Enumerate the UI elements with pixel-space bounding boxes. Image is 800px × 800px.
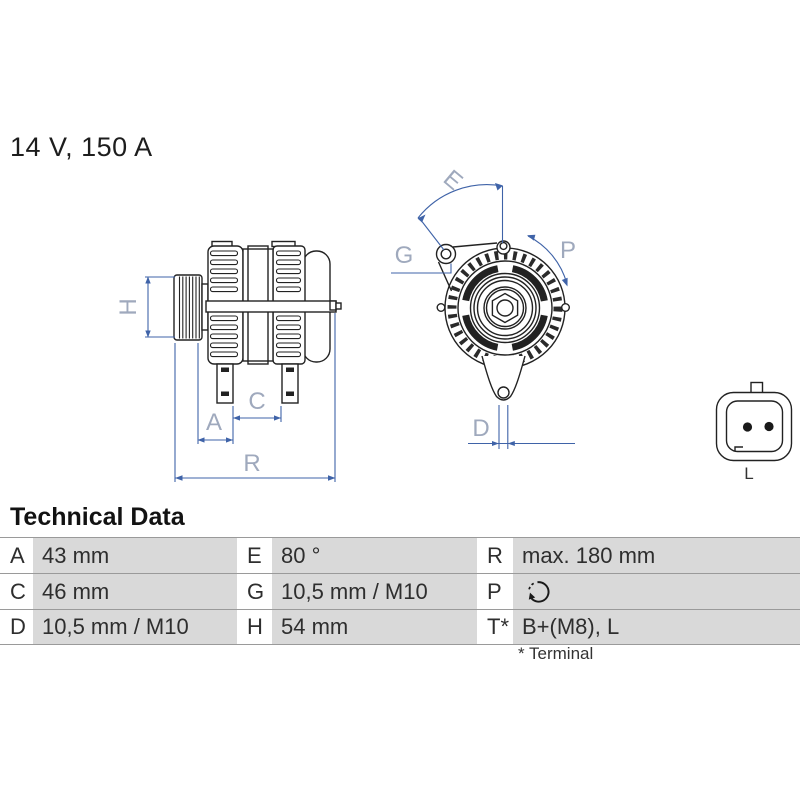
dimension-E: E — [417, 165, 504, 251]
dimension-G: G — [391, 242, 452, 274]
stator-segments — [461, 264, 549, 352]
dimension-C: C — [233, 388, 282, 422]
dim-label-g: G — [395, 242, 414, 269]
alternator-front-view — [435, 240, 571, 401]
front-bracket — [207, 245, 244, 365]
tech-key-cell: R — [477, 537, 513, 573]
tech-value-cell: max. 180 mm — [513, 537, 800, 573]
dim-label-e: E — [438, 165, 468, 196]
cooling-fins-rear — [275, 250, 302, 358]
tech-key-cell: A — [0, 537, 33, 573]
tech-value-cell: 80 ° — [272, 537, 477, 573]
tech-value-cell: 10,5 mm / M10 — [33, 609, 237, 645]
dim-label-a: A — [206, 409, 222, 436]
bottom-mounting-lug — [481, 355, 526, 401]
tech-key-cell: E — [237, 537, 272, 573]
dimension-H: H — [115, 276, 175, 338]
terminal-footnote: * Terminal — [518, 644, 594, 663]
b-plus-stud — [329, 300, 337, 311]
alternator-side-view — [173, 240, 342, 404]
tech-value-cell — [513, 573, 800, 609]
dimension-D: D — [468, 405, 575, 449]
tech-value-cell: 43 mm — [33, 537, 237, 573]
connector-pin — [764, 421, 774, 432]
dimension-A: A — [197, 343, 234, 444]
left-mounting-lug — [435, 243, 457, 265]
dimension-R: R — [174, 313, 336, 482]
rotation-direction-icon — [528, 580, 550, 603]
axle-band — [205, 300, 337, 313]
technical-data-table: A 43 mm E 80 ° R max. 180 mm C 46 mm G 1… — [0, 537, 800, 645]
dim-label-h: H — [115, 298, 142, 315]
tech-key-cell: G — [237, 573, 272, 609]
voltage-current-rating: 14 V, 150 A — [10, 132, 153, 162]
connector-outer — [715, 391, 793, 462]
tech-key-cell: P — [477, 573, 513, 609]
dim-label-r: R — [243, 450, 260, 477]
tech-key-cell: H — [237, 609, 272, 645]
rear-bracket — [272, 245, 306, 365]
pulley-grooves — [178, 276, 200, 339]
tech-value-cell: 46 mm — [33, 573, 237, 609]
hex-nut — [491, 292, 519, 324]
outer-rim — [444, 247, 566, 369]
vent-teeth — [447, 250, 563, 366]
pulley — [173, 274, 203, 341]
connector-pin — [742, 422, 753, 432]
mounting-leg — [281, 363, 299, 404]
dim-label-d: D — [472, 415, 489, 442]
tech-key-cell: C — [0, 573, 33, 609]
rotation-direction-arrow: P — [527, 234, 576, 287]
technical-drawing: H A C R — [115, 165, 793, 483]
connector-label: L — [744, 464, 753, 483]
dim-label-p: P — [560, 237, 576, 264]
tech-key-cell: T* — [477, 609, 513, 645]
rear-cover — [302, 250, 331, 363]
tech-value-cell: B+(M8), L — [513, 609, 800, 645]
connector-tab — [750, 381, 764, 395]
shaft-bore — [496, 299, 514, 317]
cooling-fins-front — [209, 250, 239, 358]
tech-value-cell: 54 mm — [272, 609, 477, 645]
connector-diagram: L — [715, 381, 793, 483]
technical-data-title: Technical Data — [10, 503, 185, 531]
shaft-spacer — [201, 283, 209, 331]
tech-value-cell: 10,5 mm / M10 — [272, 573, 477, 609]
dim-label-c: C — [248, 388, 265, 415]
mounting-leg — [216, 363, 234, 404]
tech-key-cell: D — [0, 609, 33, 645]
connector-inner — [725, 400, 784, 453]
